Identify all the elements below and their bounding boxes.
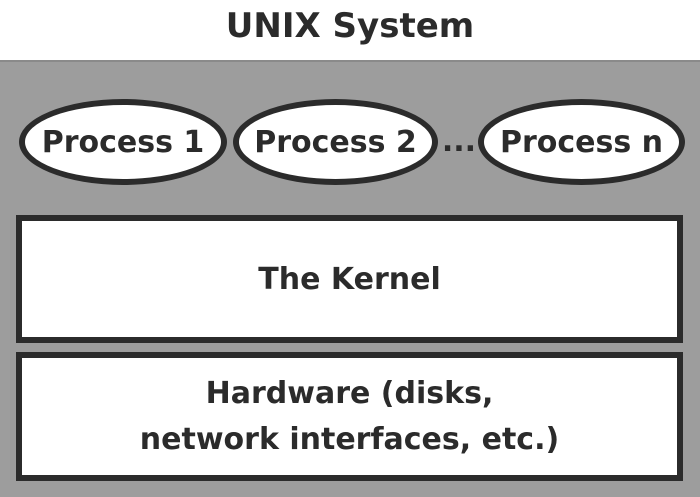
hardware-label: Hardware (disks, network interfaces, etc…: [140, 371, 559, 463]
process-n-label: Process n: [499, 124, 664, 160]
hardware-label-line-1: Hardware (disks,: [205, 375, 494, 411]
hardware-label-line-2: network interfaces, etc.): [139, 421, 560, 457]
process-ellipsis: ...: [441, 124, 477, 159]
process-n-ellipse: Process n: [478, 99, 685, 185]
kernel-label: The Kernel: [258, 261, 441, 297]
kernel-box: The Kernel: [16, 215, 683, 343]
process-1-ellipse: Process 1: [19, 99, 227, 185]
process-2-label: Process 2: [254, 124, 417, 160]
diagram-title: UNIX System: [225, 6, 475, 46]
process-2-ellipse: Process 2: [233, 99, 438, 185]
hardware-box: Hardware (disks, network interfaces, etc…: [16, 352, 683, 481]
process-1-label: Process 1: [41, 124, 205, 160]
